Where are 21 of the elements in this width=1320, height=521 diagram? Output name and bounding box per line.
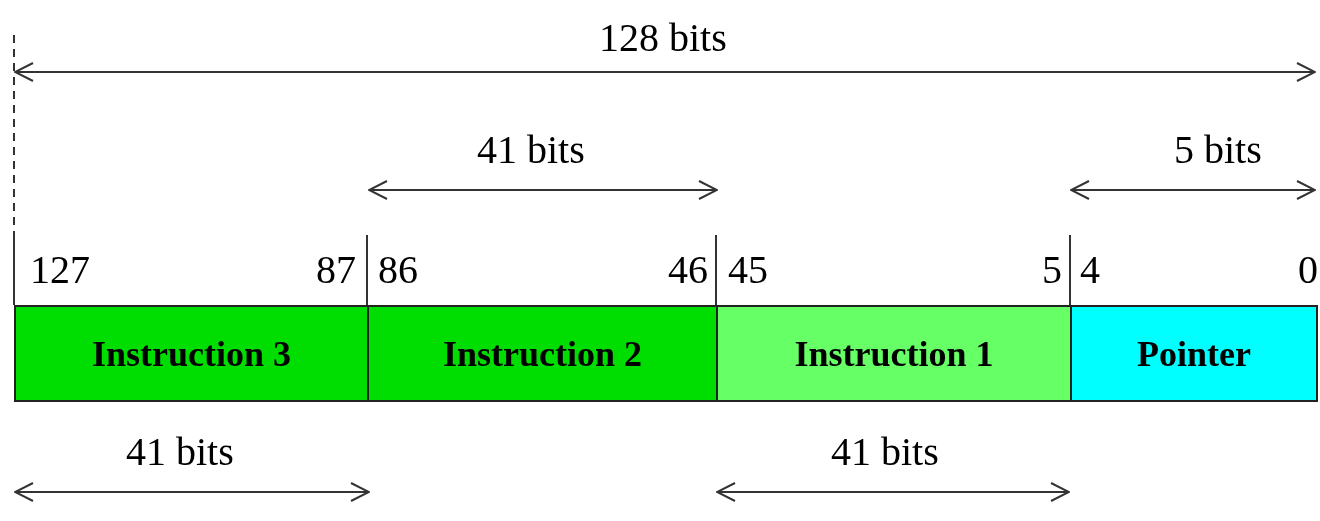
dimension-label: 41 bits [126, 432, 234, 472]
dimension-label: 5 bits [1174, 130, 1262, 170]
bit-index: 86 [378, 250, 418, 290]
bit-field-box [716, 305, 1072, 402]
field-name: Pointer [1137, 332, 1251, 375]
dimension-label: 128 bits [599, 18, 727, 58]
field-name: Instruction 3 [92, 332, 291, 375]
bit-field-box [14, 305, 369, 402]
bit-field-box [367, 305, 718, 402]
bit-index: 87 [316, 250, 356, 290]
bit-index: 4 [1080, 250, 1100, 290]
dimension-label: 41 bits [831, 432, 939, 472]
field-name: Instruction 1 [794, 332, 994, 375]
bit-field-box [1070, 305, 1318, 402]
bit-index: 45 [728, 250, 768, 290]
bit-index: 127 [30, 250, 90, 290]
bit-index: 5 [1042, 250, 1062, 290]
field-name: Instruction 2 [443, 332, 642, 375]
dimension-label: 41 bits [477, 130, 585, 170]
bit-index: 46 [668, 250, 708, 290]
bit-index: 0 [1298, 250, 1318, 290]
